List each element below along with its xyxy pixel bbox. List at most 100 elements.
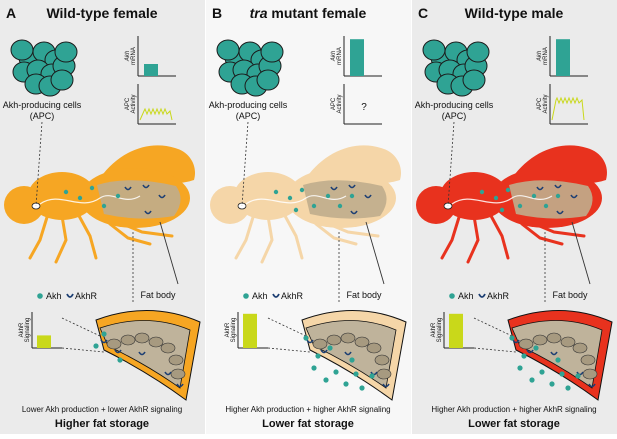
apc-cell-cluster	[422, 39, 490, 97]
fat-body-label: Fat body	[346, 290, 382, 300]
akhr-receptor-fly	[330, 186, 338, 191]
legend-akh-symbol	[243, 293, 249, 299]
panel-title-italic: tra	[250, 5, 268, 21]
apc-cell	[462, 69, 486, 91]
akh-dot	[575, 373, 581, 379]
fly-leg	[440, 212, 462, 260]
apc-abbrev-label: (APC)	[442, 111, 467, 121]
fatbody-leader-line	[571, 221, 591, 285]
fly-fat-body-region	[97, 180, 181, 219]
akhr-receptor	[164, 371, 172, 376]
akhr-receptor-fly	[142, 184, 150, 189]
legend-akhr-label: AkhR	[75, 291, 98, 301]
fat-cell	[106, 338, 122, 350]
akh-dot	[539, 369, 545, 375]
akhr-receptor	[176, 383, 184, 388]
apc-cell	[260, 41, 284, 63]
akh-dot-fly	[299, 187, 305, 193]
fat-cell	[582, 368, 598, 380]
panel-title-rest: mutant female	[268, 5, 367, 21]
akh-dot	[327, 345, 333, 351]
mrna-label-gene: Akh	[537, 50, 543, 62]
legend-akh-label: Akh	[458, 291, 474, 301]
akhr-receptor-fly	[348, 184, 356, 189]
akhr-receptor	[382, 383, 390, 388]
akh-dot	[529, 377, 535, 383]
akh-dot	[349, 357, 355, 363]
mrna-bar	[144, 64, 158, 76]
akhr-receptor-fly	[554, 184, 562, 189]
akhr-receptor-fly	[536, 186, 544, 191]
apc-label: Akh-producing cells	[209, 100, 288, 110]
fatbody-leader-line	[159, 221, 179, 285]
fly-thorax	[234, 172, 302, 220]
fly-illustration	[210, 145, 402, 264]
apc-cell	[216, 39, 240, 61]
apc-question-mark: ?	[361, 102, 367, 113]
fat-body-section	[301, 309, 407, 401]
akhr-receptor	[320, 349, 328, 354]
akh-dot-fly	[63, 189, 69, 195]
signal-bar	[37, 335, 51, 348]
panel-letter: B	[212, 5, 222, 21]
akh-dot	[559, 371, 565, 377]
akh-dot-fly	[505, 187, 511, 193]
signal-leader-top	[473, 317, 513, 337]
fly-leg	[28, 212, 50, 260]
apc-activity-trace	[551, 96, 585, 121]
panel-outcome: Lower fat storage	[468, 418, 560, 430]
fly-leg	[54, 214, 68, 264]
fly-thorax	[440, 172, 508, 220]
fly-leg	[234, 212, 256, 260]
fly-illustration	[4, 145, 196, 264]
fat-body-section	[507, 309, 613, 401]
apc-cell	[256, 69, 280, 91]
fly-fat-body-region	[509, 180, 593, 219]
akhr-receptor-fly	[364, 194, 372, 199]
panel-title: Wild-type male	[465, 5, 564, 21]
akhr-receptor	[344, 351, 352, 356]
legend-akhr-symbol	[66, 293, 74, 298]
apc-label: Akh-producing cells	[415, 100, 494, 110]
fat-cell	[532, 334, 548, 346]
apc-cell	[10, 39, 34, 61]
akhr-receptor-fly	[350, 210, 358, 215]
akh-dot	[303, 335, 309, 341]
akhr-receptor	[114, 349, 122, 354]
akh-dot	[555, 357, 561, 363]
panel-caption: Higher Akh production + higher AkhR sign…	[225, 405, 390, 414]
signal-bar	[449, 313, 463, 348]
akh-dot	[565, 385, 571, 391]
legend-akh-symbol	[37, 293, 43, 299]
fat-cell	[374, 354, 390, 366]
signal-label-1: AkhR	[19, 322, 25, 337]
akhr-receptor-fly	[144, 210, 152, 215]
apc-cell	[54, 41, 78, 63]
akh-dot-fly	[293, 207, 299, 213]
akh-dot-fly	[101, 203, 107, 209]
akh-dot	[311, 365, 317, 371]
fat-cell	[134, 332, 150, 344]
mrna-bar	[350, 39, 364, 76]
panel-title: tra mutant female	[250, 5, 367, 21]
mrna-label-unit: mRNA	[543, 47, 549, 65]
akh-dot-fly	[77, 195, 83, 201]
apc-activity-label-2: Activity	[543, 94, 549, 113]
apc-cell	[50, 69, 74, 91]
fat-cell	[340, 332, 356, 344]
apc-cell-cluster	[10, 39, 78, 97]
fat-cell	[120, 334, 136, 346]
akh-dot	[315, 353, 321, 359]
fat-cell	[312, 338, 328, 350]
akh-dot	[517, 365, 523, 371]
legend-akhr-symbol	[478, 293, 486, 298]
fly-leg	[322, 220, 380, 238]
akh-dot	[521, 353, 527, 359]
legend-akhr-label: AkhR	[487, 291, 510, 301]
apc-activity-label-1: APC	[537, 97, 543, 110]
mrna-bar	[556, 39, 570, 76]
